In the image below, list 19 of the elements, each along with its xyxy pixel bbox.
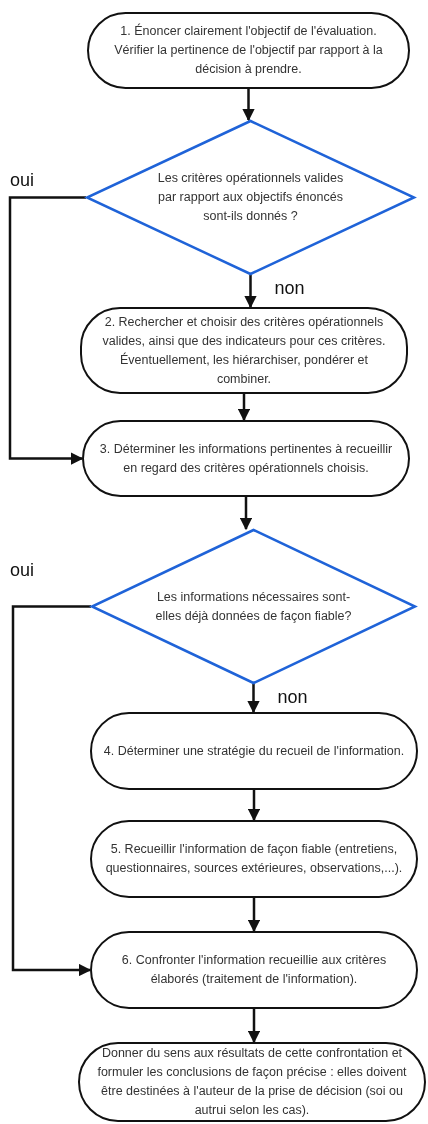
arrow	[247, 898, 261, 933]
arrow	[247, 684, 260, 714]
decision-question: Les informations nécessaires sont-elles déjà données de façon fiable?	[154, 588, 353, 625]
arrow	[239, 497, 253, 531]
step-text: 4. Déterminer une stratégie du recueil de l'information.	[103, 742, 405, 760]
step-text: 1. Énoncer clairement l'objectif de l'évaluation. Vérifier la pertinence de l'objectif par rapport à la décision à prendre.	[113, 22, 384, 78]
arrow	[242, 89, 255, 122]
arrow	[247, 790, 261, 822]
step-text: 2. Rechercher et choisir des critères opérationnels valides, ainsi que des indicateurs pour ces critères. Éventuellement, les hiérarchiser, pondérer et combiner.	[101, 313, 387, 388]
step-text: 3. Déterminer les informations pertinentes à recueillir en regard des critères opérationnels choisis.	[98, 440, 394, 477]
step-text: 5. Recueillir l'information de façon fiable (entretiens, questionnaires, sources extérieures, observations,...).	[104, 841, 404, 877]
arrow	[244, 275, 257, 309]
step-text: Donner du sens aux résultats de cette confrontation et formuler les conclusions de façon précise : elles doivent être destinées à l'auteur de la prise de décision (soi ou autrui selon les cas).	[96, 1045, 408, 1119]
arrow	[8, 196, 86, 465]
arrow	[247, 1009, 261, 1044]
step-text: 6. Confronter l'information recueillie aux critères élaborés (traitement de l'information).	[120, 952, 388, 988]
arrow	[237, 394, 251, 422]
decision-question: Les critères opérationnels valides par rapport aux objectifs énoncés sont-ils donnés ?	[156, 170, 345, 225]
arrow	[11, 605, 92, 977]
